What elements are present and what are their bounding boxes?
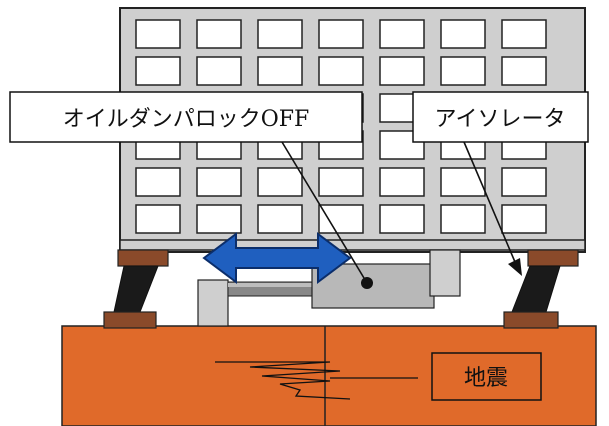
isolator-left xyxy=(103,249,169,329)
building-window xyxy=(440,167,486,197)
building-window xyxy=(196,56,242,86)
building-window xyxy=(318,167,364,197)
damper-left-mount xyxy=(197,279,229,327)
building-window xyxy=(257,19,303,49)
isolator-pointer-line xyxy=(463,141,516,263)
building-window xyxy=(379,130,425,160)
building-window xyxy=(196,204,242,234)
building-window xyxy=(318,19,364,49)
building-window xyxy=(196,167,242,197)
building-window xyxy=(379,204,425,234)
building-window xyxy=(501,56,547,86)
earthquake-label: 地震 xyxy=(464,366,508,391)
building-window xyxy=(257,56,303,86)
isolator-callout-label: アイソレータ xyxy=(435,107,566,132)
building-base-slab xyxy=(119,239,586,251)
building-window xyxy=(135,56,181,86)
building-window xyxy=(440,19,486,49)
oil-damper-callout-label: オイルダンパロックOFF xyxy=(63,107,310,132)
seismic-wave-icon xyxy=(215,361,351,400)
building-window xyxy=(135,204,181,234)
building-window xyxy=(196,19,242,49)
isolator-pointer-arrowhead-icon xyxy=(508,258,522,276)
isolator-right xyxy=(503,249,579,329)
oil-damper-pointer-line xyxy=(281,141,368,284)
horizontal-motion-arrow-icon xyxy=(202,232,352,284)
building-window xyxy=(318,204,364,234)
building-window xyxy=(379,56,425,86)
earthquake-label-box xyxy=(431,352,542,401)
building-window xyxy=(379,19,425,49)
damper-right-mount xyxy=(429,249,461,297)
building-window xyxy=(501,19,547,49)
oil-damper xyxy=(197,249,461,327)
building-window xyxy=(257,204,303,234)
oil-damper-callout-box xyxy=(9,91,363,143)
isolator-callout-box xyxy=(412,91,589,143)
building-window xyxy=(379,167,425,197)
building-window xyxy=(440,56,486,86)
building-window xyxy=(135,167,181,197)
building-window xyxy=(257,167,303,197)
building-window xyxy=(440,204,486,234)
building-window xyxy=(501,167,547,197)
building-window xyxy=(318,56,364,86)
building-window xyxy=(135,19,181,49)
building-window xyxy=(501,204,547,234)
